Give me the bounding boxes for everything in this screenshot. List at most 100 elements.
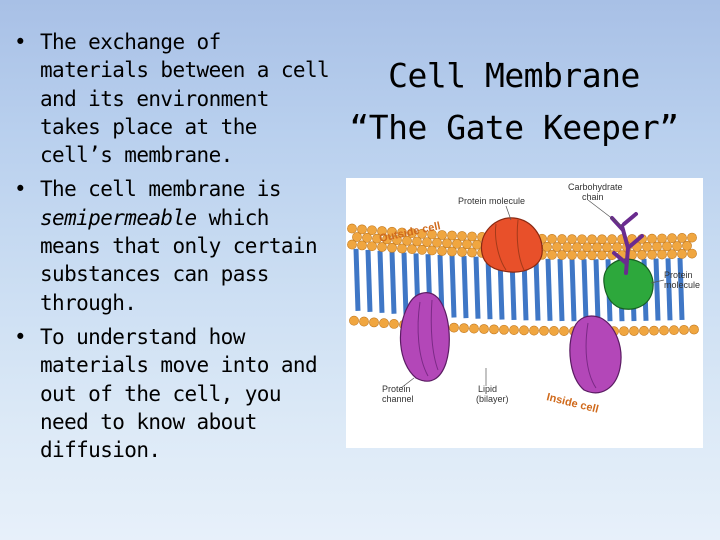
lipid-head — [529, 325, 539, 336]
lipid-head — [397, 243, 407, 254]
lipid-head — [407, 228, 417, 239]
lipid-head — [387, 226, 397, 237]
lipid-head — [457, 247, 467, 257]
lipid-head — [352, 232, 362, 242]
lipid-head — [509, 325, 519, 335]
lipid-head — [597, 234, 607, 245]
lipid-tail — [485, 257, 493, 320]
lipid-head — [452, 238, 462, 249]
lipid-tail — [353, 248, 361, 311]
lipid-head — [687, 232, 697, 243]
lipid-head — [602, 242, 612, 253]
lipid-head — [379, 318, 389, 329]
lipid-head — [562, 242, 572, 252]
lipid-head — [347, 223, 357, 234]
bullet-emphasis: semipermeable — [40, 205, 197, 230]
lipid-head — [412, 236, 422, 247]
lipid-head — [582, 242, 592, 253]
lipid-head — [679, 324, 689, 335]
lipid-head — [587, 250, 597, 261]
lipid-head — [457, 231, 467, 241]
lipid-tail — [461, 256, 469, 319]
lipid-head — [629, 326, 639, 336]
protein-molecule-red — [480, 217, 543, 273]
lipid-head — [417, 228, 427, 239]
bullet-dot: • — [14, 324, 27, 349]
lipid-head — [647, 233, 657, 244]
lipid-head — [642, 241, 652, 252]
lipid-head — [347, 239, 357, 250]
lipid-head — [427, 229, 437, 240]
lipid-head — [577, 234, 587, 245]
lipid-head — [407, 244, 417, 255]
lipid-head — [467, 231, 477, 242]
title-line-1: Cell Membrane — [388, 56, 640, 95]
lipid-head — [567, 234, 577, 245]
lipid-tail — [401, 252, 409, 315]
lipid-head — [357, 240, 367, 251]
lipid-head — [437, 230, 447, 240]
bullet-text-after: which means that only certain substances… — [40, 205, 318, 315]
lipid-head — [577, 250, 587, 261]
lipid-head — [389, 319, 399, 329]
bullet-list: • The exchange of materials between a ce… — [6, 28, 336, 470]
lipid-head — [387, 242, 397, 253]
lipid-head — [662, 241, 672, 252]
lipid-head — [542, 241, 552, 252]
lipid-head — [467, 247, 477, 258]
bullet-dot: • — [14, 30, 27, 54]
lipid-tail — [569, 259, 577, 322]
lipid-tail — [557, 258, 565, 322]
lipid-head — [659, 325, 669, 336]
lipid-head — [637, 249, 647, 260]
lipid-tail — [593, 259, 601, 322]
lipid-head — [667, 249, 677, 260]
lipid-head — [449, 322, 459, 333]
lipid-tail — [449, 255, 457, 318]
lipid-head — [359, 316, 369, 327]
lipid-head — [557, 234, 567, 244]
bullet-text: The exchange of materials between a cell… — [40, 30, 330, 168]
protein-channel-left — [399, 292, 450, 382]
lipid-head — [459, 323, 469, 334]
bullet-item: • The cell membrane is semipermeable whi… — [6, 175, 336, 316]
lipid-head — [442, 238, 452, 249]
slide-title: Cell Membrane “The Gate Keeper” — [318, 50, 710, 154]
protein-channel-right — [569, 315, 622, 394]
lipid-head — [587, 234, 597, 245]
label-inside-cell: Inside cell — [545, 391, 600, 416]
lipid-head — [657, 233, 667, 244]
lipid-head — [427, 245, 437, 256]
lipid-head — [432, 237, 442, 248]
lipid-tail — [377, 250, 385, 313]
lipid-head — [362, 232, 372, 243]
lipid-head — [607, 234, 617, 245]
lipid-head — [557, 250, 567, 260]
lipid-head — [447, 230, 457, 241]
lipid-head — [649, 325, 659, 336]
lipid-head — [672, 241, 682, 251]
lipid-head — [547, 234, 557, 244]
lipid-head — [677, 249, 687, 259]
lipid-head — [422, 237, 432, 248]
lipid-head — [619, 326, 629, 337]
lipid-head — [369, 317, 379, 328]
lipid-head — [559, 326, 569, 336]
label-lipid-bilayer: Lipid(bilayer) — [476, 384, 509, 404]
carbohydrate-chain — [610, 212, 644, 275]
label-leaders — [400, 199, 665, 389]
lipid-tail — [365, 249, 373, 312]
lipid-head — [682, 240, 692, 251]
lipid-head — [367, 225, 377, 236]
lipid-head — [652, 241, 662, 252]
lipid-tail — [545, 258, 553, 321]
bullet-text: To understand how materials move into an… — [40, 324, 318, 463]
lipid-tail — [389, 251, 397, 314]
lipid-tail — [473, 256, 481, 319]
lipid-head — [377, 242, 387, 252]
lipid-head — [397, 227, 407, 238]
lipid-head — [597, 250, 607, 261]
lipid-head — [437, 246, 447, 256]
